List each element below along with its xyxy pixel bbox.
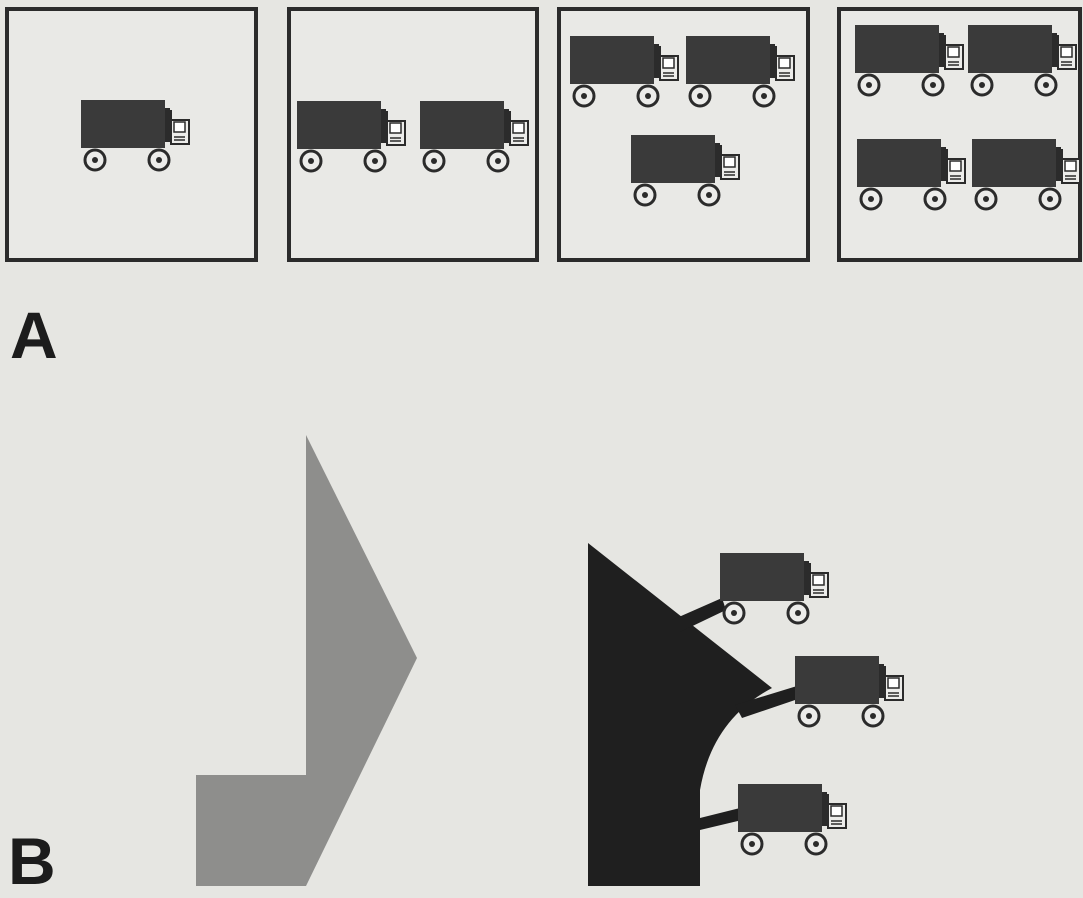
- truck-icon: [738, 784, 848, 859]
- truck-icon: [720, 553, 830, 628]
- truck-icon: [795, 656, 905, 731]
- panel-label-b: B: [8, 828, 56, 894]
